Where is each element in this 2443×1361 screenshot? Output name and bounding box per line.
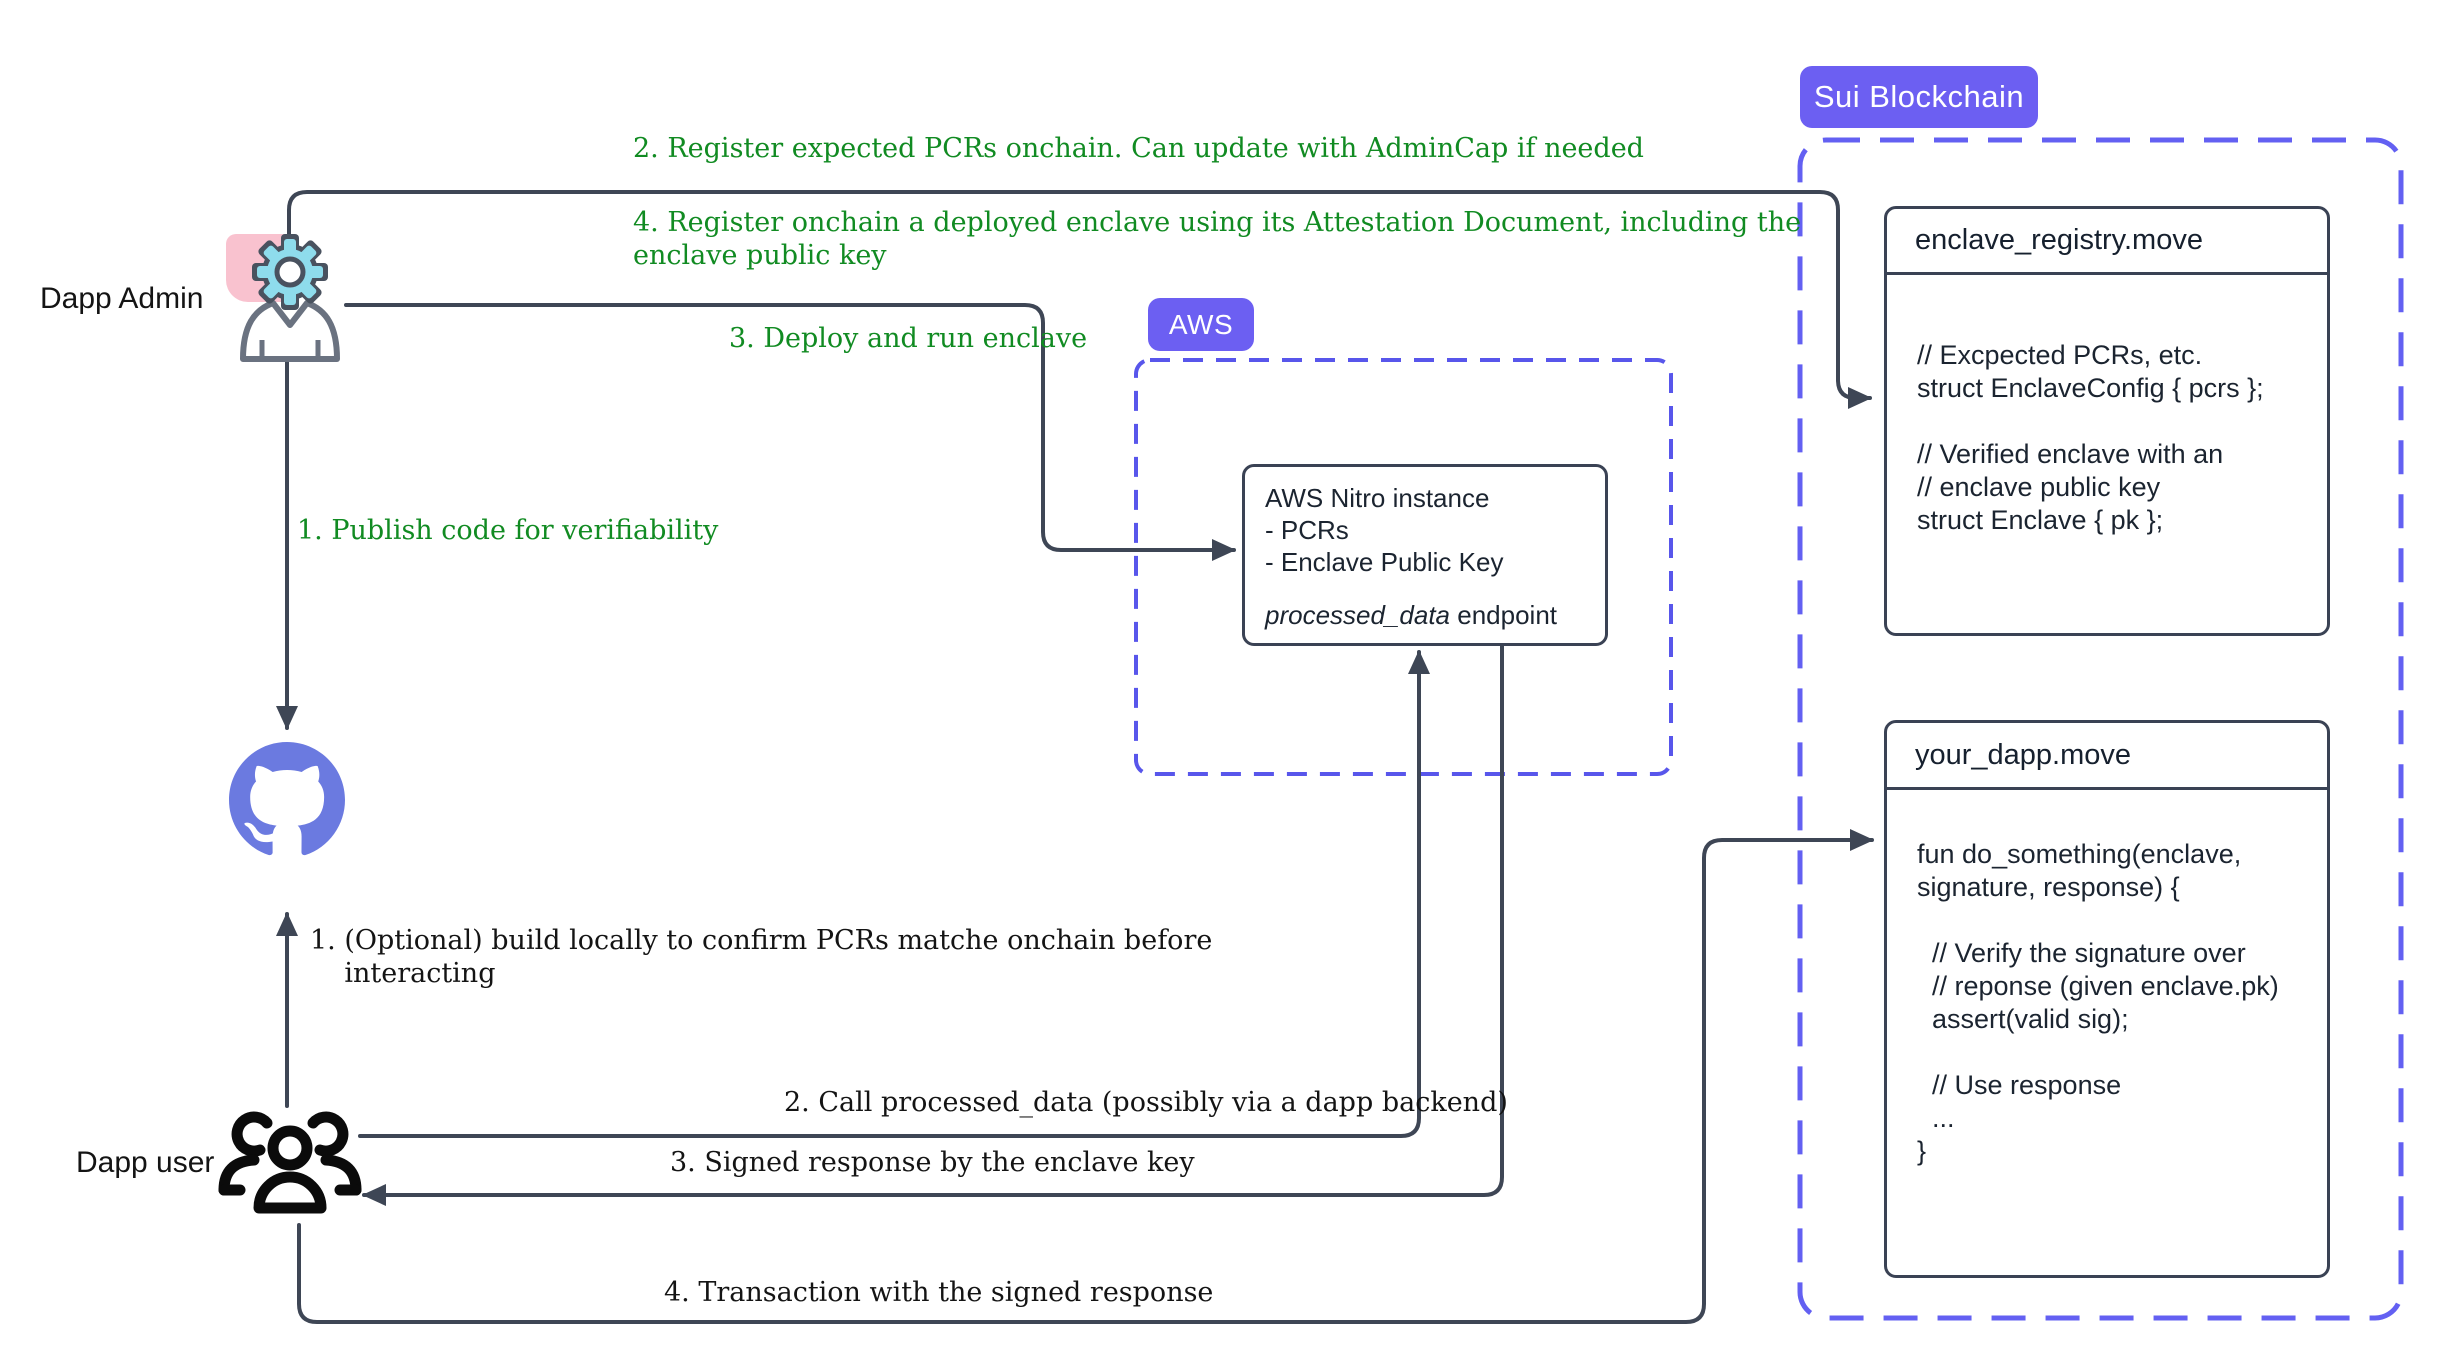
arrow-enclave-response-to-user	[362, 640, 1504, 1206]
gear-icon	[252, 234, 328, 310]
your-dapp-box: your_dapp.move fun do_something(enclave,…	[1884, 720, 2330, 1278]
sui-blockchain-dashed-region	[1797, 137, 2404, 1321]
sui-blockchain-badge-label: Sui Blockchain	[1813, 79, 2025, 114]
admin-step1-note: 1. Publish code for verifiability	[297, 515, 719, 546]
user-step2-note: 2. Call processed_data (possibly via a d…	[784, 1087, 1508, 1118]
person-sleeve-lines	[259, 340, 321, 359]
sui-blockchain-badge: Sui Blockchain	[1800, 66, 2038, 128]
admin-step3-note: 3. Deploy and run enclave	[729, 323, 1088, 354]
dapp-admin-label: Dapp Admin	[40, 282, 204, 315]
person-icon	[240, 300, 340, 362]
aws-nitro-attributes: - PCRs - Enclave Public Key	[1265, 515, 1504, 577]
arrow-admin-to-enclave-registry	[287, 190, 1872, 409]
users-group-icon	[218, 1111, 362, 1214]
user-step3-note: 3. Signed response by the enclave key	[670, 1147, 1195, 1178]
your-dapp-title: your_dapp.move	[1887, 723, 2327, 790]
arrow-user-to-processed-data	[358, 650, 1430, 1138]
admin-step2-note: 2. Register expected PCRs onchain. Can u…	[633, 133, 1644, 164]
arrow-user-to-your-dapp	[297, 829, 1874, 1324]
aws-badge-label: AWS	[1168, 308, 1234, 340]
dapp-user-label: Dapp user	[76, 1146, 215, 1179]
aws-nitro-endpoint: processed_data endpoint	[1265, 599, 1557, 631]
github-icon	[229, 742, 345, 856]
arrow-admin-to-aws-nitro	[344, 303, 1236, 561]
aws-nitro-instance-box: AWS Nitro instance - PCRs - Enclave Publ…	[1242, 464, 1608, 646]
enclave-registry-title: enclave_registry.move	[1887, 209, 2327, 275]
admin-person-gear-icon	[240, 234, 340, 362]
aws-badge: AWS	[1148, 298, 1254, 351]
enclave-registry-box: enclave_registry.move // Excpected PCRs,…	[1884, 206, 2330, 636]
your-dapp-code: fun do_something(enclave, signature, res…	[1917, 839, 2279, 1166]
user-step4-note: 4. Transaction with the signed response	[664, 1277, 1214, 1308]
user-step1-note: 1. (Optional) build locally to confirm P…	[310, 925, 1213, 989]
enclave-registry-code: // Excpected PCRs, etc. struct EnclaveCo…	[1917, 340, 2264, 535]
endpoint-name: processed_data	[1265, 600, 1451, 630]
admin-step4-note: 4. Register onchain a deployed enclave u…	[633, 207, 1802, 271]
aws-nitro-title: AWS Nitro instance	[1265, 483, 1490, 513]
endpoint-suffix: endpoint	[1450, 600, 1558, 630]
aws-dashed-region	[1134, 358, 1673, 776]
